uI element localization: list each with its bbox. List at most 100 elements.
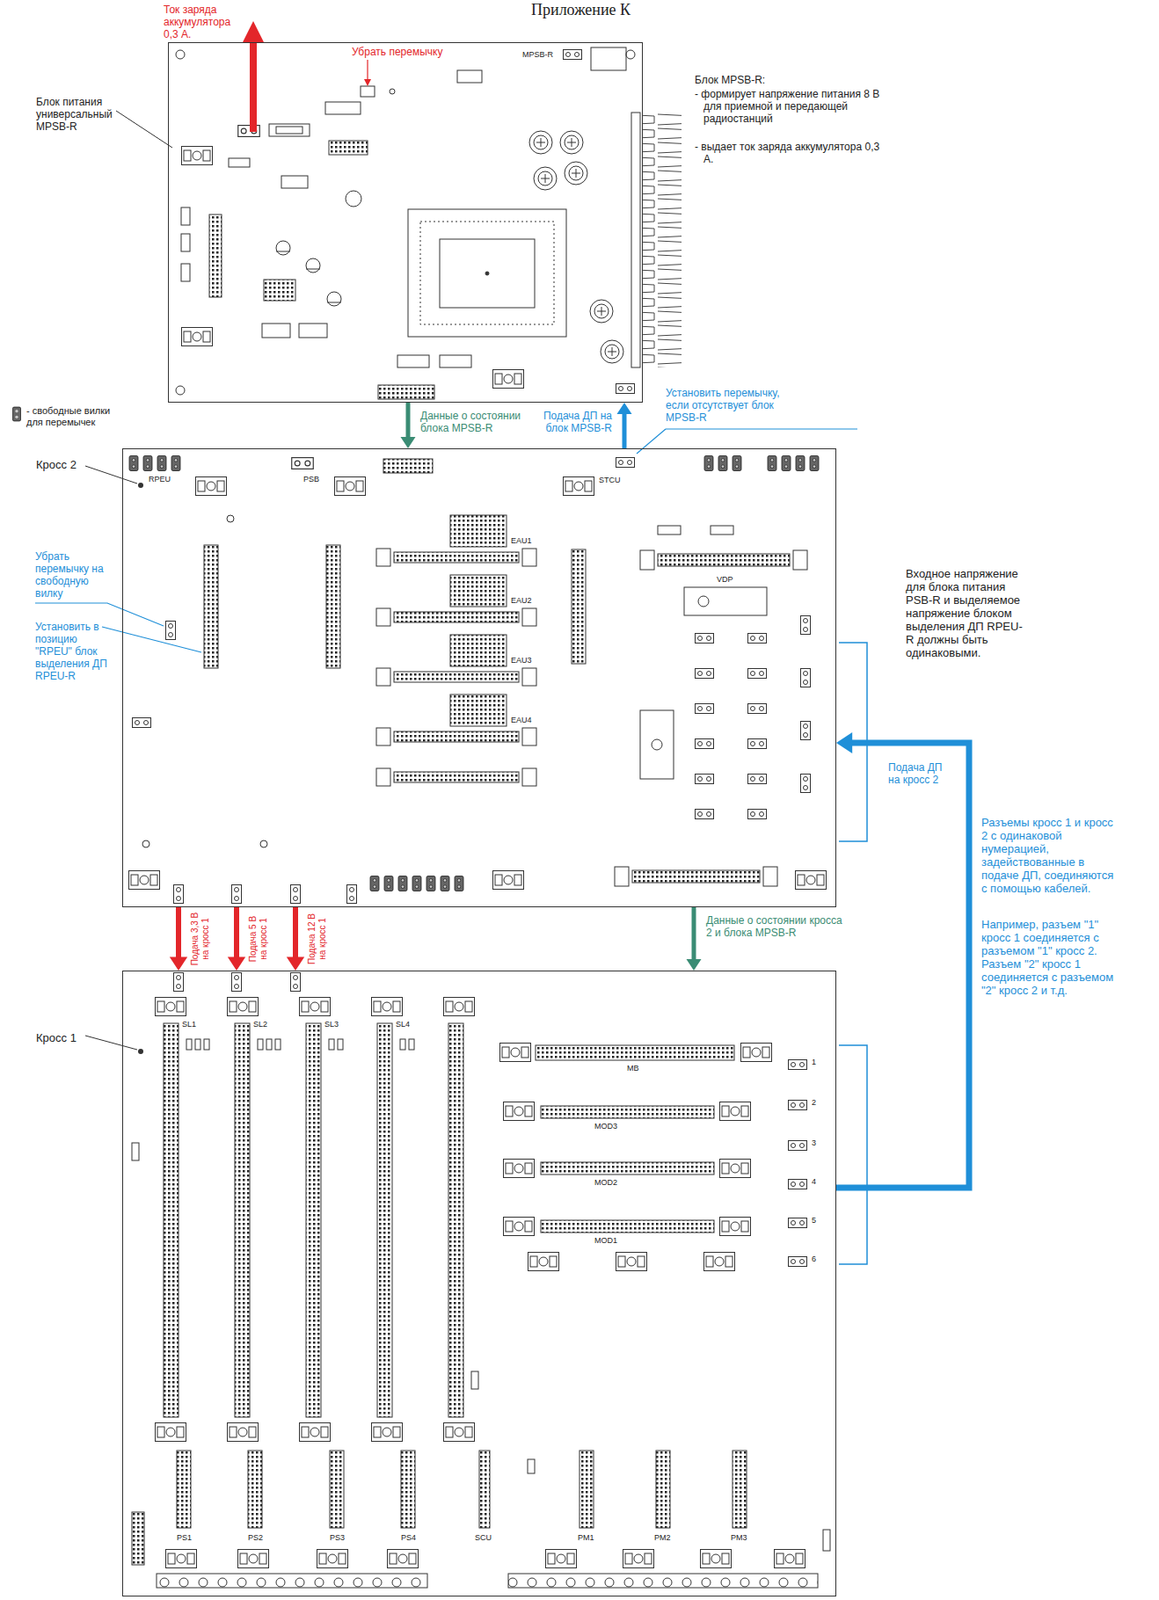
cross1-board-art: [540, 1106, 715, 1119]
cross1-board-art: [788, 1180, 808, 1190]
cross1-board-art: [656, 1450, 671, 1529]
cross1-board-art: [291, 973, 301, 992]
cross2-board-art: [795, 455, 805, 471]
cross2-board-art: [632, 870, 760, 883]
connector-line: [836, 743, 970, 1189]
connector-line: [292, 907, 299, 961]
mpsb-board-art: [457, 70, 482, 83]
connector-arrow: [836, 732, 970, 1189]
silk-label: MOD2: [593, 1178, 619, 1188]
cross2-board-art: [450, 634, 507, 667]
arrow-head: [617, 402, 633, 415]
silk-label: EAU1: [510, 536, 533, 546]
mpsb-board-art: [485, 271, 489, 276]
edge-label: Подача 3,3 В на кросс 1: [189, 910, 212, 969]
jumper-pointer: [364, 59, 372, 87]
cross1-board-art: [131, 973, 831, 1590]
mpsb-board-art: [181, 263, 190, 282]
silk-label: EAU4: [510, 715, 533, 725]
silk-label: MOD3: [593, 1122, 619, 1131]
connector-number: 1: [810, 1057, 817, 1067]
mpsb-board-art: [642, 112, 682, 368]
cross2-board-art: [204, 545, 219, 669]
cross2-board-art: [732, 455, 742, 471]
cross1-board-art: [479, 1450, 490, 1529]
cross2-board-art: [698, 596, 709, 607]
mpsb-board-art: [276, 240, 291, 256]
cross1-board-art: [540, 1162, 715, 1175]
arrow-head: [286, 956, 305, 971]
cross2-board-art: [748, 669, 767, 679]
cross1-board-art: [788, 1141, 808, 1152]
silk-label: SL2: [252, 1020, 269, 1029]
connector-arrow: [286, 907, 305, 971]
legend-text: - свободные вилки для перемычек: [26, 405, 118, 429]
mpsb-board-art: [533, 167, 557, 190]
cross1-board-art: [371, 998, 403, 1017]
cross1-board-art: [535, 1045, 735, 1061]
cross1-board-art: [623, 1550, 655, 1569]
cross2-board-art: [450, 694, 507, 727]
cross2-board-art: [335, 477, 366, 496]
mpsb-board-art: [590, 47, 627, 71]
silk-label: SL1: [181, 1020, 197, 1029]
connector-number: 6: [810, 1254, 817, 1264]
mpsb-board-art: [345, 190, 362, 207]
cross1-board-art: [720, 1102, 751, 1122]
cross2-board-art: [142, 840, 150, 848]
cross1-board-art: [227, 1423, 259, 1443]
cross2-board-art: [376, 668, 391, 686]
leader-line: [85, 110, 173, 1050]
silk-label: PM1: [576, 1533, 596, 1543]
cross2-board-art: [393, 612, 519, 623]
mpsb-board-art: [181, 233, 190, 252]
cross2-board-art: [522, 728, 537, 746]
cross2-board-art: [383, 459, 433, 474]
cross1-board-art: [741, 1043, 773, 1063]
connector-number: 5: [810, 1216, 817, 1225]
cross2-board-art: [522, 548, 537, 567]
cross1-board-art: [788, 1060, 808, 1071]
legend-sample: [12, 407, 21, 422]
silk-label: SCU: [473, 1533, 493, 1543]
cross2-board-art: [376, 608, 391, 627]
arrow-head: [836, 732, 853, 754]
connector-number: 2: [810, 1098, 817, 1108]
cross2-board-art: [793, 550, 808, 570]
cross2-board-art: [132, 718, 152, 729]
silk-label: EAU2: [510, 596, 533, 606]
cross2-board-art: [748, 739, 767, 750]
mpsb-board-art: [563, 50, 583, 60]
cross2-board-art: [801, 616, 811, 635]
silk-label: PM3: [729, 1533, 749, 1543]
cross1-board-art: [400, 1450, 416, 1529]
mpsb-board-art: [408, 209, 567, 337]
cross1-board-art: [186, 1039, 192, 1050]
cross2-board-art: [174, 885, 184, 904]
mpsb-board-art: [262, 323, 291, 338]
cross2-board-art: [347, 885, 358, 904]
cross1-board-art: [131, 1143, 139, 1161]
leader-line: [85, 1035, 138, 1050]
cross2-board-art: [232, 885, 242, 904]
cross2-board-art: [171, 455, 181, 471]
silk-label: PS4: [400, 1533, 417, 1543]
cross2-board-art: [393, 772, 519, 783]
mpsb-board-art: [360, 86, 375, 97]
arrow-head: [400, 437, 416, 449]
cross2-board-art: [493, 871, 525, 890]
cross2-board-art: [384, 875, 394, 891]
cross1-board-art: [788, 1257, 808, 1268]
cross1-board-art: [774, 1550, 806, 1569]
page-title: Приложение К: [531, 0, 631, 20]
edge-label: Подача ДП на кросс 2: [888, 761, 950, 787]
cross2-board-art: [695, 704, 715, 715]
cross1-board-art: [176, 1450, 191, 1529]
connector-arrow: [400, 402, 416, 449]
cross1-board-art: [408, 1039, 415, 1050]
silk-label: PSB: [302, 474, 321, 484]
cross1-board-art: [500, 1043, 532, 1063]
mpsb-board-art: [281, 175, 308, 189]
connector-number: 4: [810, 1177, 817, 1187]
